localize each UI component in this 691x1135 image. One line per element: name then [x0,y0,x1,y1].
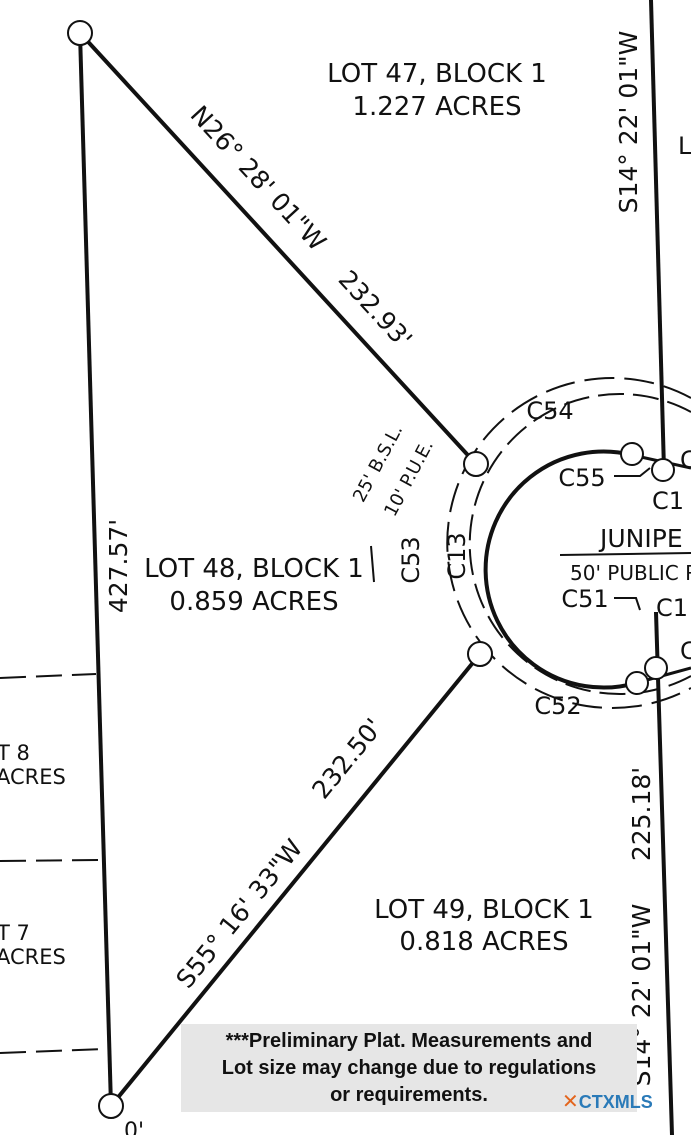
adjacent-lot-line [0,1048,107,1054]
preliminary-plat-note: ***Preliminary Plat. Measurements and Lo… [181,1024,637,1112]
survey-pins [67,20,675,1119]
curve-c54-label: C54 [526,397,573,425]
curve-c52-label: C52 [534,692,581,720]
setback-tick [370,545,375,583]
note-line-1: ***Preliminary Plat. Measurements and [225,1030,593,1052]
adjacent-lot-lines [0,673,107,1054]
curve-c13-label: C13 [443,532,471,579]
ctxmls-logo-icon: ✕ [562,1091,579,1113]
leader-lines [370,467,651,611]
lot-partial-right: L [678,132,691,160]
lot-7-partial-name: T 7 [0,921,30,945]
east-boundary-top-line [649,0,666,471]
bottom-fragment-label: 0' [124,1119,144,1135]
survey-pin [67,20,93,46]
north-boundary-line [78,31,478,466]
lot-49-name: LOT 49, BLOCK 1 [374,895,594,925]
adjacent-lot-line [0,673,97,679]
south-line-bearing: S55° 16' 33"W [170,834,308,994]
lot-48-name: LOT 48, BLOCK 1 [144,554,364,584]
survey-pin [620,442,644,466]
north-line-distance: 232.93' [333,265,418,354]
survey-pin [651,458,675,482]
east-top-bearing: S14° 22' 01"W [614,31,643,214]
east-boundary-bottom-line [654,611,674,1135]
cul-de-sac-right-of-way-arc [483,449,637,690]
curve-c55-label: C55 [558,464,605,492]
curve-c51-label: C51 [561,585,608,613]
note-line-2: Lot size may change due to regulations [221,1057,597,1079]
c51-leader-line [614,597,641,611]
lot-47-name: LOT 47, BLOCK 1 [327,59,547,89]
survey-pin [625,671,649,695]
boundary-lines [78,0,674,1135]
lot-47-area: 1.227 ACRES [352,92,521,122]
curve-edge-top-label: C [680,446,691,474]
lot-7-partial-area: ACRES [0,945,66,969]
note-line-3: or requirements. [330,1084,488,1106]
west-boundary-line [78,32,113,1107]
ctxmls-watermark: ✕CTXMLS [562,1089,653,1114]
lot-49-area: 0.818 ACRES [399,927,568,957]
survey-pin [98,1093,124,1119]
survey-pin [467,641,493,667]
adjacent-lot-line [0,859,101,862]
c55-leader-line [614,467,651,477]
south-line-distance: 232.50' [306,713,388,804]
curve-c1-top-label: C1 [652,487,684,515]
curve-c53-label: C53 [397,536,425,583]
curve-c1-bottom-label: C1 [656,594,688,622]
curve-edge-bottom-label: C [680,637,691,665]
road-right-of-way: 50' PUBLIC R [570,561,691,585]
west-line-distance: 427.57' [104,519,133,613]
watermark-text: CTXMLS [578,1092,653,1112]
lot-48-area: 0.859 ACRES [169,587,338,617]
north-line-bearing: N26° 28' 01"W [185,100,332,256]
survey-pin [644,656,668,680]
lot-8-partial-area: ACRES [0,765,66,789]
lot-8-partial-name: T 8 [0,741,30,765]
east-distance: 225.18' [627,767,656,861]
cul-de-sac-outer-dashed-arc [446,377,691,709]
survey-pin [463,451,489,477]
south-boundary-line [109,652,482,1108]
road-name: JUNIPE [598,524,683,553]
road-name-underline [559,552,691,556]
